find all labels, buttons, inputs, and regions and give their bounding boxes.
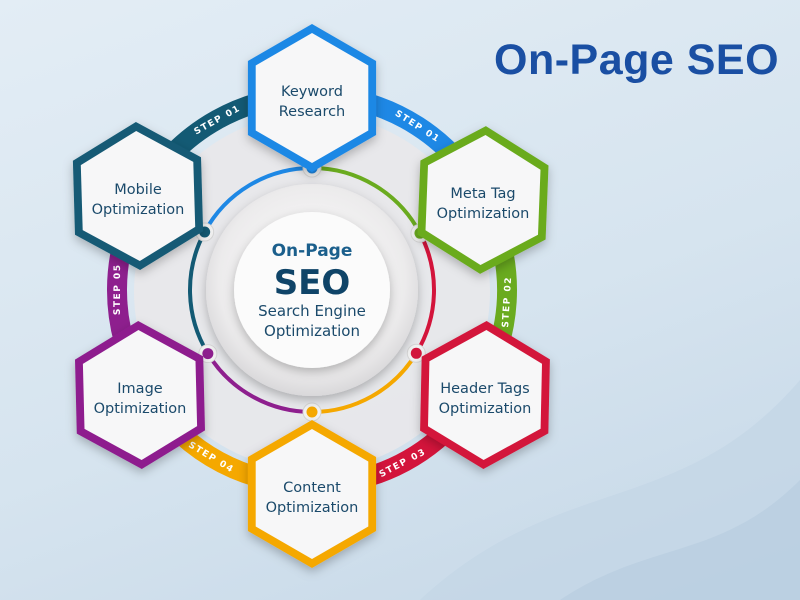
node-label: Content [283, 480, 341, 496]
hexagon-inner [428, 330, 542, 460]
center-line1: On-Page [272, 241, 353, 261]
hexagon-inner [80, 131, 196, 261]
node-label: Header Tags [440, 381, 530, 397]
node-label: Optimization [94, 401, 187, 417]
page-title: On-Page SEO [494, 36, 780, 84]
node-label: Mobile [114, 182, 162, 198]
ring-arc [202, 166, 313, 233]
step-label: STEP 02 [501, 276, 514, 328]
center-line2: SEO [274, 263, 351, 303]
ring-arc [311, 166, 422, 235]
ring-dot-center [306, 406, 318, 418]
node-label: Optimization [439, 401, 532, 417]
center-line4: Optimization [264, 322, 360, 340]
hexagon-inner [82, 330, 198, 460]
ring-arc [414, 232, 436, 355]
hexagon-inner [425, 135, 541, 265]
node-label: Optimization [266, 500, 359, 516]
node-label: Meta Tag [450, 186, 515, 202]
center-line3: Search Engine [258, 302, 366, 320]
node-label: Optimization [92, 202, 185, 218]
ring-arc [311, 352, 419, 414]
node-label: Research [279, 104, 346, 120]
background-waves [420, 380, 800, 600]
node-label: Image [117, 381, 162, 397]
hexagon-inner [255, 429, 369, 559]
center-inner-disc [234, 212, 390, 368]
node-label: Optimization [437, 206, 530, 222]
step-label: STEP 05 [113, 264, 123, 316]
hexagon-inner [255, 33, 369, 163]
ring-dot-center [202, 348, 214, 360]
ring-dot-center [410, 347, 422, 359]
ring-arc [206, 352, 313, 414]
ring-arc [188, 231, 210, 355]
node-label: Keyword [281, 84, 343, 100]
